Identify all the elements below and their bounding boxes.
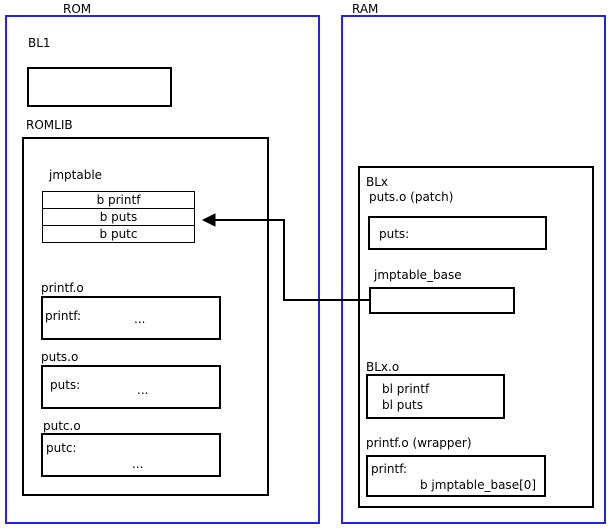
printf-o-ellipsis: ... bbox=[134, 312, 146, 326]
bl1-label: BL1 bbox=[28, 36, 51, 50]
jmptable-entry-b-putc: b putc bbox=[42, 225, 195, 243]
blx-label: BLx bbox=[366, 175, 389, 189]
blx-o-label: BLx.o bbox=[366, 360, 400, 374]
puts-o-ellipsis: ... bbox=[137, 383, 149, 397]
blx-o-line-bl-puts: bl puts bbox=[382, 398, 423, 412]
printf-wrapper-label: printf.o (wrapper) bbox=[366, 436, 472, 450]
puts-patch-symbol: puts: bbox=[379, 227, 410, 241]
putc-o-box: putc: ... bbox=[41, 433, 221, 477]
putc-o-ellipsis: ... bbox=[132, 457, 144, 471]
printf-o-label: printf.o bbox=[41, 281, 84, 295]
putc-o-label: putc.o bbox=[43, 419, 81, 433]
jmptable-label: jmptable bbox=[49, 168, 103, 182]
printf-wrapper-instruction: b jmptable_base[0] bbox=[420, 478, 537, 492]
puts-o-symbol: puts: bbox=[50, 378, 81, 392]
puts-o-box: puts: ... bbox=[41, 365, 221, 409]
blx-o-line-bl-printf: bl printf bbox=[382, 382, 430, 396]
jmptable-entry-b-printf: b printf bbox=[42, 191, 195, 209]
jmptable-entry-b-puts: b puts bbox=[42, 208, 195, 226]
jmptable-entry-text: b putc bbox=[99, 226, 138, 241]
printf-wrapper-symbol: printf: bbox=[371, 462, 408, 476]
rom-region-label: ROM bbox=[63, 2, 92, 16]
jmptable-base-box bbox=[369, 287, 515, 314]
jmptable-base-label: jmptable_base bbox=[374, 268, 462, 282]
puts-patch-label: puts.o (patch) bbox=[369, 190, 454, 204]
putc-o-symbol: putc: bbox=[46, 441, 77, 455]
ram-region-label: RAM bbox=[352, 2, 379, 16]
printf-o-box: printf: ... bbox=[41, 296, 221, 340]
printf-o-symbol: printf: bbox=[45, 309, 82, 323]
blx-o-box: bl printf bl puts bbox=[366, 374, 505, 419]
jmptable-entry-text: b printf bbox=[96, 192, 141, 207]
bl1-box bbox=[27, 67, 172, 107]
puts-o-label: puts.o bbox=[41, 350, 79, 364]
jmptable-entry-text: b puts bbox=[99, 209, 138, 224]
romlib-label: ROMLIB bbox=[26, 118, 73, 132]
puts-patch-box: puts: bbox=[368, 216, 547, 250]
printf-wrapper-box: printf: b jmptable_base[0] bbox=[366, 455, 546, 497]
